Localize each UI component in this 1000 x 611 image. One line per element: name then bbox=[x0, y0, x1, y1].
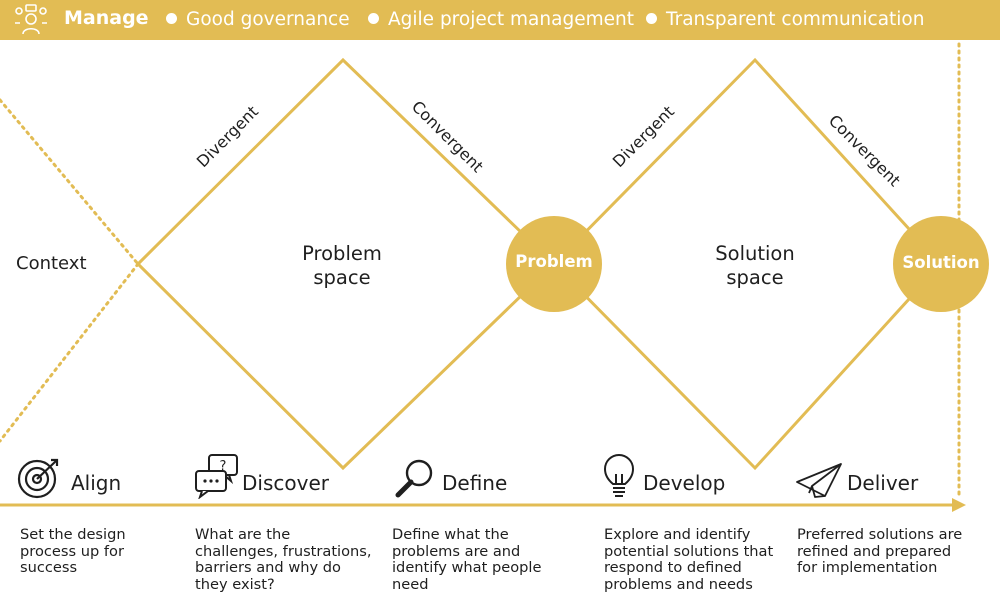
solution-circle-label: Solution bbox=[902, 253, 980, 272]
context-label: Context bbox=[16, 253, 87, 274]
magnifier-icon bbox=[395, 459, 433, 498]
header-item-agile-project-management: Agile project management bbox=[368, 9, 634, 30]
bullet-icon bbox=[166, 13, 177, 24]
phase-name-align: Align bbox=[71, 471, 122, 495]
phase-name-deliver: Deliver bbox=[847, 471, 919, 495]
problem-circle bbox=[506, 216, 602, 312]
phase-desc-deliver: Preferred solutions are refined and prep… bbox=[797, 526, 963, 576]
speech-bubbles-icon: ? bbox=[195, 454, 238, 499]
context-dotted-line-lower bbox=[0, 262, 140, 443]
phase-desc-discover: What are the challenges, frustrations, b… bbox=[195, 526, 372, 593]
paper-plane-icon bbox=[796, 463, 842, 498]
solution-circle bbox=[893, 216, 989, 312]
phase-desc-align: Set the design process up for success bbox=[20, 526, 126, 576]
phase-desc-define: Define what the problems are and identif… bbox=[392, 526, 542, 593]
phase-name-define: Define bbox=[442, 471, 508, 495]
header-item-transparent-communication: Transparent communication bbox=[646, 9, 924, 30]
lightbulb-icon bbox=[603, 454, 635, 497]
solution-space-label: Solution space bbox=[715, 242, 795, 289]
manage-team-icon bbox=[15, 4, 47, 35]
phase-desc-develop: Explore and identify potential solutions… bbox=[604, 526, 774, 593]
problem-circle-label: Problem bbox=[515, 252, 593, 271]
manage-title: Manage bbox=[64, 7, 149, 29]
phase-name-develop: Develop bbox=[643, 471, 726, 495]
timeline-arrowhead-icon bbox=[952, 498, 966, 512]
problem-space-label: Problem space bbox=[302, 242, 382, 289]
context-dotted-line-upper bbox=[0, 98, 140, 266]
header-item-good-governance: Good governance bbox=[166, 9, 350, 30]
target-icon bbox=[17, 458, 59, 499]
bullet-icon bbox=[368, 13, 379, 24]
phase-name-discover: Discover bbox=[242, 471, 329, 495]
svg-text:?: ? bbox=[220, 459, 227, 474]
bullet-icon bbox=[646, 13, 657, 24]
manage-banner: Manage Good governance Agile project man… bbox=[0, 0, 1000, 40]
